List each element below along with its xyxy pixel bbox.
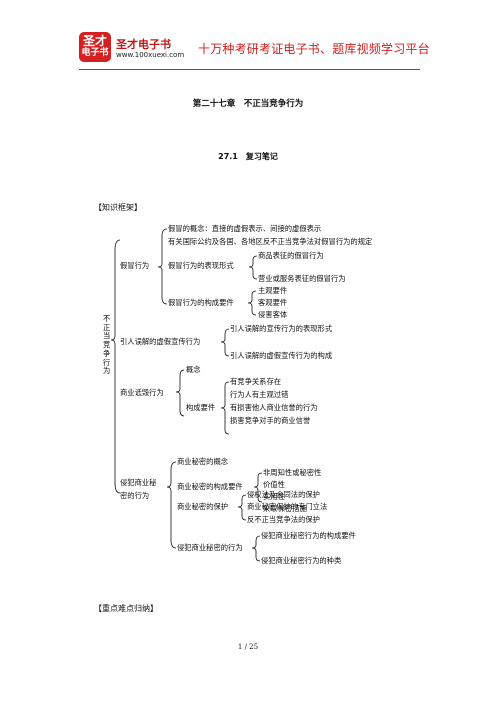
leaf-mimi-acts-2: 侵犯商业秘密行为的种类 — [261, 556, 342, 565]
leaf-mimi-elements-4: 采取保密措施 — [263, 504, 307, 513]
leaf-mimi-acts-1: 侵犯商业秘密行为的构成要件 — [261, 531, 356, 540]
brace-mimi-elements — [253, 472, 263, 503]
brace-jiamao-forms — [248, 255, 258, 280]
logo-text-bottom: 电子书 — [81, 48, 109, 58]
node-jiamao-concept: 假冒的概念：直接的虚假表示、间接的虚假表示 — [168, 224, 322, 233]
brace-dihui-elements — [220, 381, 230, 435]
brace-dihui — [175, 369, 185, 417]
leaf-mimi-protection-2: 商业秘密保护的专门立法 — [247, 502, 328, 511]
key-points-heading: 【重点难点归纳】 — [94, 604, 158, 613]
leaf-mimi-elements-2: 价值性 — [263, 480, 285, 489]
brand-url[interactable]: www.100xuexi.com — [116, 51, 185, 59]
logo-text-top: 圣才 — [82, 34, 107, 48]
node-jiamao: 假冒行为 — [120, 261, 150, 270]
chapter-title: 第二十七章 不正当竞争行为 — [192, 99, 304, 109]
node-xuchuan: 引人误解的虚假宣传行为 — [120, 337, 201, 346]
brace-jiamao-elements — [247, 290, 257, 316]
header-divider — [79, 69, 420, 70]
node-dihui-concept: 概念 — [186, 365, 201, 374]
node-mimi-concept: 商业秘密的概念 — [177, 457, 229, 466]
root-brace — [110, 239, 121, 494]
page-number: 1 / 25 — [237, 643, 259, 651]
leaf-dihui-elements-4: 损害竞争对手的商业信誉 — [230, 416, 311, 425]
leaf-jiamao-elements-3: 侵害客体 — [258, 310, 288, 319]
brand-logo: 圣才 电子书 — [79, 32, 111, 62]
brace-xuchuan — [220, 328, 230, 357]
tree-root-label: 不正当竞争行为 — [103, 314, 111, 376]
leaf-mimi-elements-3: 实用性 — [263, 492, 285, 501]
leaf-jiamao-elements-2: 客观要件 — [258, 298, 288, 307]
page-header: 圣才 电子书 圣才电子书 www.100xuexi.com 十万种考研考证电子书… — [0, 0, 496, 70]
leaf-jiamao-elements-1: 主观要件 — [258, 286, 288, 295]
header-slogan: 十万种考研考证电子书、题库视频学习平台 — [198, 42, 430, 56]
leaf-xuchuan-2: 引人误解的虚假宣传行为的构成 — [230, 351, 333, 360]
node-dihui: 商业诋毁行为 — [120, 388, 164, 397]
leaf-dihui-elements-3: 有损害他人商业信誉的行为 — [230, 403, 318, 412]
brace-jiamao — [157, 228, 168, 305]
leaf-mimi-elements-1: 非周知性或秘密性 — [263, 468, 322, 477]
section-title: 27.1 复习笔记 — [218, 152, 278, 161]
node-dihui-elements: 构成要件 — [186, 403, 216, 412]
leaf-mimi-protection-1: 侵权法及合同法的保护 — [247, 490, 320, 499]
leaf-mimi-protection-3: 反不正当竞争法的保护 — [247, 515, 320, 524]
leaf-xuchuan-1: 引人误解的宣传行为的表现形式 — [230, 324, 333, 333]
framework-heading: 【知识框架】 — [94, 203, 142, 212]
brace-mimi — [166, 461, 177, 549]
leaf-dihui-elements-2: 行为人有主观过错 — [230, 390, 289, 399]
node-mimi-protection: 商业秘密的保护 — [177, 502, 229, 511]
brand-name: 圣才电子书 — [116, 38, 171, 51]
node-mimi-elements: 商业秘密的构成要件 — [177, 482, 243, 491]
node-jiamao-elements: 假冒行为的构成要件 — [168, 298, 234, 307]
node-jiamao-forms: 假冒行为的表现形式 — [168, 261, 234, 270]
leaf-jiamao-forms-2: 营业或服务表征的假冒行为 — [258, 274, 346, 283]
leaf-jiamao-forms-1: 商品表征的假冒行为 — [258, 251, 324, 260]
leaf-dihui-elements-1: 有竞争关系存在 — [230, 377, 282, 386]
node-mimi-acts: 侵犯商业秘密的行为 — [177, 543, 243, 552]
node-jiamao-regulations: 有关国际公约及各国、各地区反不正当竞争法对假冒行为的规定 — [168, 237, 373, 246]
brace-mimi-protection — [237, 494, 247, 521]
brace-mimi-acts — [251, 535, 261, 562]
node-mimi-line2: 密的行为 — [120, 491, 150, 500]
node-mimi-line1: 侵犯商业秘 — [120, 478, 157, 487]
